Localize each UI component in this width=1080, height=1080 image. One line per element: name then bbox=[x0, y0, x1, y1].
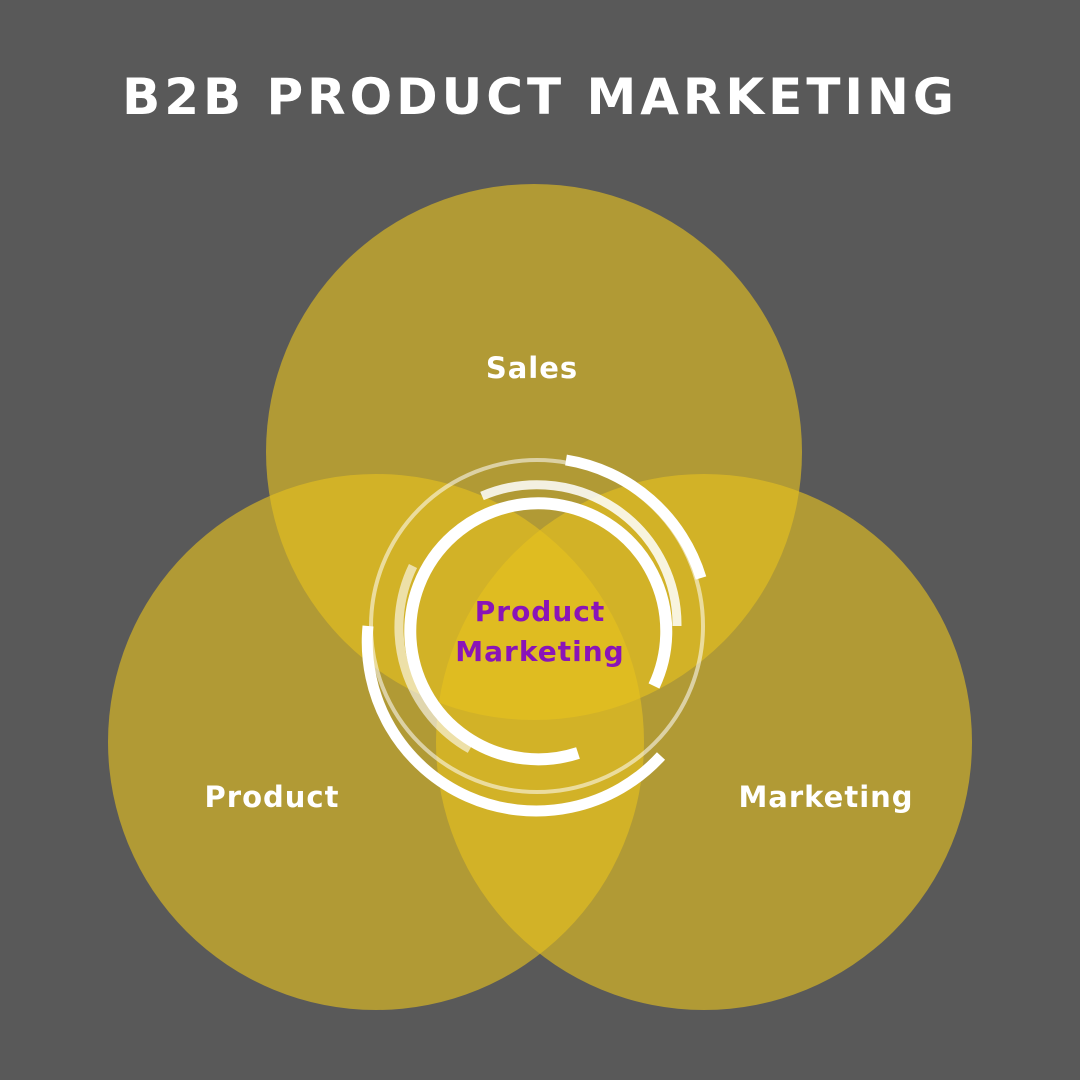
middle-arc-left bbox=[394, 564, 473, 753]
marketing-label: Marketing bbox=[738, 780, 913, 814]
outer-arc-upper bbox=[565, 454, 707, 580]
sales-label: Sales bbox=[486, 351, 578, 385]
page-title: B2B PRODUCT MARKETING bbox=[122, 68, 958, 126]
center-rings-decoration bbox=[361, 454, 707, 817]
outer-arc-left bbox=[361, 625, 666, 817]
outer-thin-ring bbox=[369, 458, 705, 794]
product-label: Product bbox=[205, 780, 340, 814]
center-label-line1: Product bbox=[475, 595, 606, 628]
center-label-line2: Marketing bbox=[455, 635, 624, 668]
inner-ring bbox=[404, 497, 673, 766]
middle-arc-top bbox=[480, 480, 682, 627]
marketing-circle bbox=[436, 474, 972, 1010]
